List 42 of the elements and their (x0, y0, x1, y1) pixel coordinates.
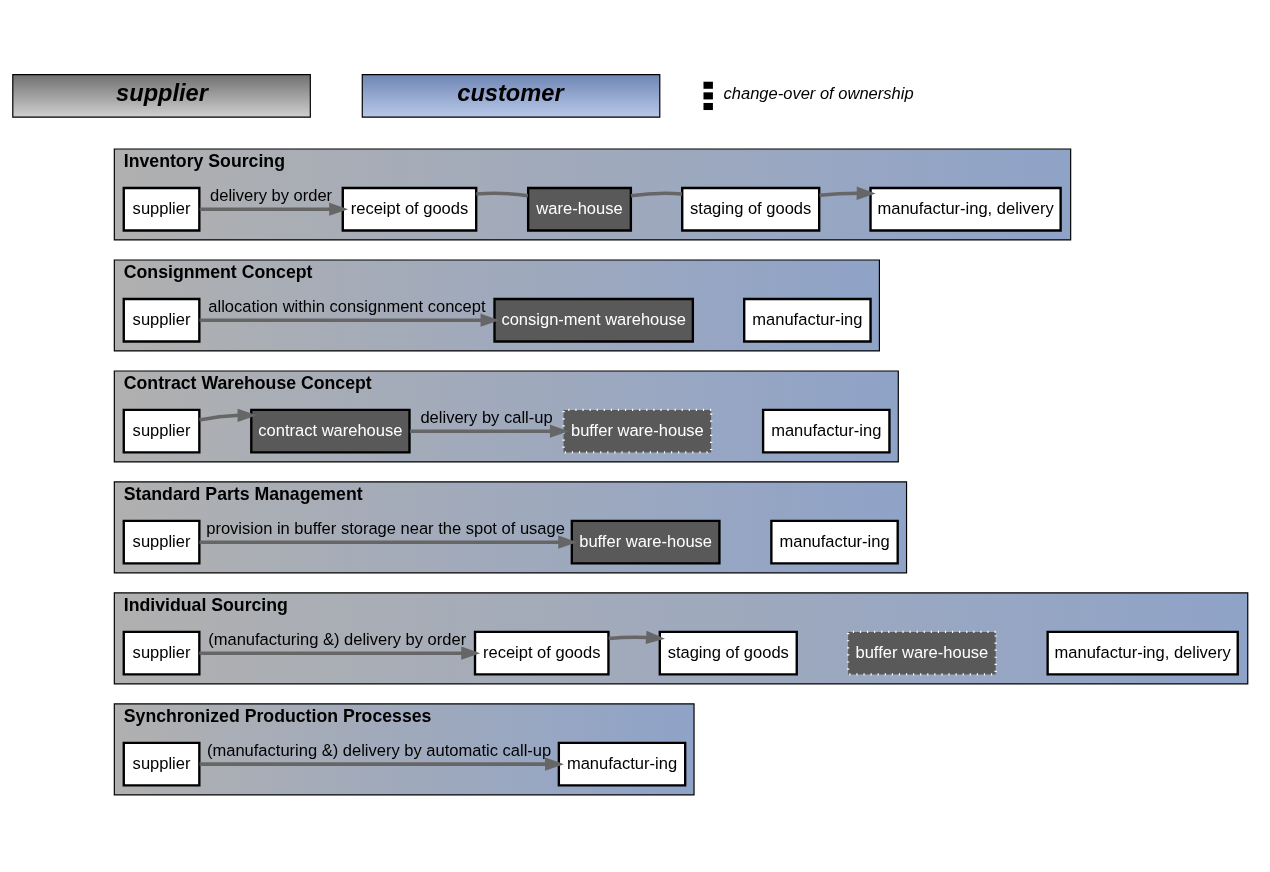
node-box: manufactur-ing, delivery (1046, 630, 1239, 676)
node-box: ware-house (526, 186, 633, 232)
arrow (199, 646, 481, 660)
node-box: supplier (122, 297, 201, 343)
node-box: consign-ment warehouse (493, 297, 695, 343)
node-box: buffer ware-house (562, 408, 713, 454)
node-box: supplier (122, 741, 201, 787)
edge-label: delivery by call-up (420, 407, 553, 427)
arrow (199, 313, 500, 327)
arrow (199, 757, 564, 771)
node-box: supplier (122, 408, 201, 454)
node-box: customer (361, 73, 661, 118)
connector (630, 191, 683, 198)
edge-label: allocation within consignment concept (208, 296, 486, 316)
edge-label: (manufacturing &) delivery by automatic call-up (206, 740, 552, 760)
node-box: staging of goods (681, 186, 821, 232)
arrow (409, 424, 569, 438)
edge-label: provision in buffer storage near the spot of usage (206, 518, 565, 538)
arrow (199, 535, 578, 549)
node-box: manufactur-ing (761, 408, 891, 454)
node-box: buffer ware-house (846, 630, 997, 676)
node-box: staging of goods (658, 630, 798, 676)
node-box: manufactur-ing (557, 741, 687, 787)
arrow (819, 186, 876, 200)
arrow (199, 202, 349, 216)
node-box: supplier (12, 73, 311, 118)
node-box: manufactur-ing, delivery (869, 186, 1062, 232)
connector (476, 191, 529, 197)
edge-label: (manufacturing &) delivery by order (208, 629, 467, 649)
node-box: supplier (122, 519, 201, 565)
node-box: buffer ware-house (570, 519, 721, 565)
node-box: receipt of goods (341, 186, 478, 232)
node-box: supplier (122, 630, 201, 676)
legend-label: change-over of ownership (723, 83, 914, 103)
arrow (608, 630, 665, 644)
node-box: supplier (122, 186, 201, 232)
node-box: manufactur-ing (770, 519, 899, 565)
node-box: contract warehouse (250, 408, 411, 454)
arrow (199, 408, 257, 422)
edge-label: delivery by order (210, 185, 333, 205)
node-box: receipt of goods (473, 630, 610, 676)
node-box: manufactur-ing (743, 297, 872, 343)
